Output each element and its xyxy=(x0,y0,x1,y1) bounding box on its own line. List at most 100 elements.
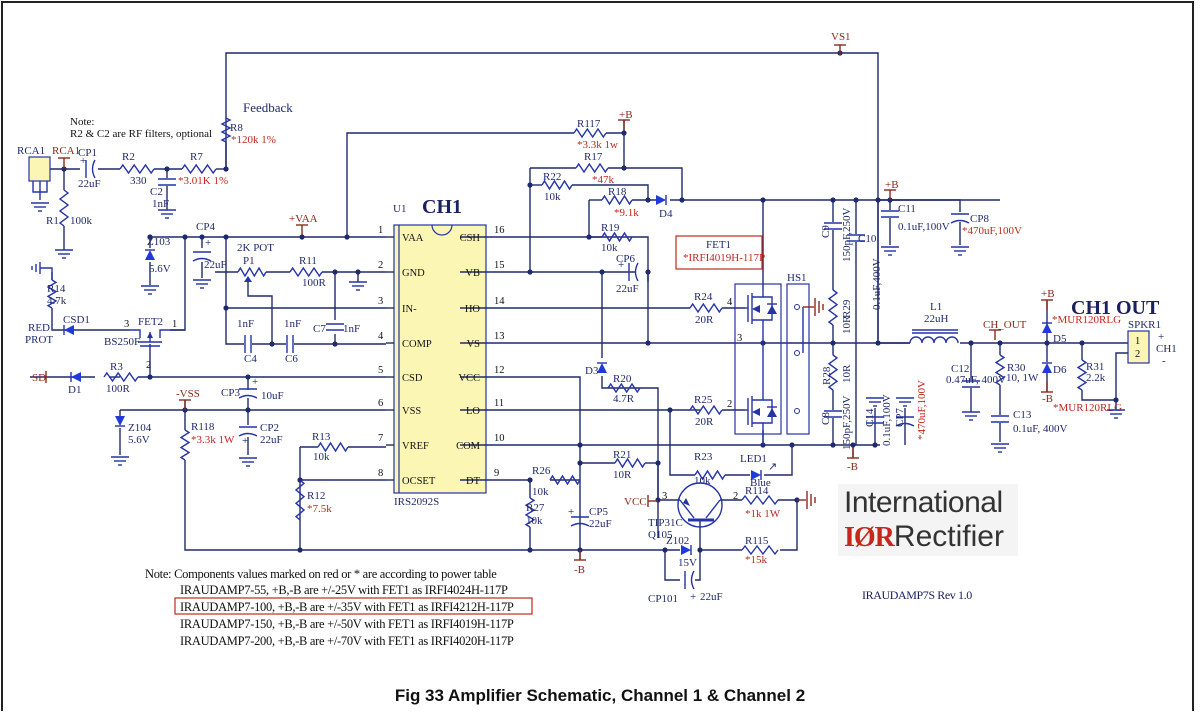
transistor-q105[interactable]: 3 2 TIP31C Q105 xyxy=(648,482,738,541)
cp5-value: 22uF xyxy=(589,518,612,530)
cp5-plus: + xyxy=(568,506,574,518)
diode-d1[interactable]: D1 xyxy=(68,372,81,396)
junction-dot xyxy=(645,269,651,275)
d5-ref: D5 xyxy=(1053,333,1067,345)
diode-d6[interactable]: D6 xyxy=(1042,362,1067,376)
junctions xyxy=(61,50,1119,553)
capacitor-cp8[interactable]: CP8*470uF,100V xyxy=(950,213,1022,237)
net-port-pb: +B xyxy=(884,179,899,200)
rca-input-connector[interactable]: RCA1 RCA1 xyxy=(17,145,80,212)
junction-dot xyxy=(299,234,305,240)
resistor-r18[interactable]: R18*9.1k xyxy=(601,186,639,219)
junction-dot xyxy=(245,407,251,413)
diode-d3[interactable]: D3 xyxy=(585,362,607,377)
diode-d5[interactable]: D5*MUR120RLG xyxy=(1042,314,1121,345)
resistor-r24[interactable]: R24 20R xyxy=(689,291,723,326)
resistor-r12[interactable]: R12*7.5k xyxy=(294,479,332,521)
z103-ref: Z103 xyxy=(147,236,171,248)
diode-csd1[interactable]: CSD1 xyxy=(63,314,90,335)
ic-pin-num: 4 xyxy=(378,331,384,342)
inductor-l1[interactable]: L1 22uH xyxy=(909,301,959,344)
resistor-r7[interactable]: R7*3.01K 1% xyxy=(178,151,228,187)
r24-value: 20R xyxy=(695,314,714,326)
ic-pin-name: VB xyxy=(465,268,480,279)
net-label-nb: -B xyxy=(1042,393,1053,405)
cp8-ref: CP8 xyxy=(970,213,989,225)
resistor-r115[interactable]: R115*15k xyxy=(741,535,779,566)
speaker-connector-spkr1[interactable]: 1 2 SPKR1 + CH1 - xyxy=(1127,319,1177,367)
ic-pin-name: VCC xyxy=(458,373,480,384)
junction-dot xyxy=(1044,340,1050,346)
diode-d4[interactable]: D4 xyxy=(656,195,673,220)
resistor-r8[interactable]: R8*120k 1% xyxy=(220,117,276,146)
r24-ref: R24 xyxy=(694,291,713,303)
ground-icon xyxy=(950,246,970,256)
resistor-r117[interactable]: R117*3.3k 1w xyxy=(573,118,618,151)
d1-ref: D1 xyxy=(68,384,81,396)
ic-u1[interactable]: U1 CH1 IRS2092S 1VAA2GND3IN-4COMP5CSD6VS… xyxy=(378,196,505,508)
output-title: CH1 OUT xyxy=(1071,297,1160,319)
fet1-half-bridge[interactable]: 4 3 2 HS1 xyxy=(727,272,824,445)
c12-ref: C12 xyxy=(951,363,969,375)
resistor-r114[interactable]: R114*1k 1W xyxy=(741,485,781,520)
junction-dot xyxy=(875,197,881,203)
c7-ref: C7 xyxy=(313,323,326,335)
fet1-pin-4: 4 xyxy=(727,297,733,308)
junction-dot xyxy=(182,234,188,240)
cp3-plus: + xyxy=(252,376,258,388)
c14-ref: C14 xyxy=(864,408,876,427)
r115-value: *15k xyxy=(745,554,768,566)
resistor-r17[interactable]: R17*47k xyxy=(575,151,615,186)
c2-ref: C2 xyxy=(150,186,163,198)
r21-ref: R21 xyxy=(613,449,631,461)
junction-dot xyxy=(1079,340,1085,346)
resistor-r118[interactable]: R118*3.3k 1W xyxy=(179,421,235,461)
spkr1-plus: + xyxy=(1158,331,1164,343)
r27-ref: R27 xyxy=(526,502,545,514)
q105-ref: Q105 xyxy=(648,529,673,541)
cp4-ref: CP4 xyxy=(196,221,215,233)
capacitor-cp7[interactable]: CP7*470uF,100V xyxy=(894,380,928,440)
